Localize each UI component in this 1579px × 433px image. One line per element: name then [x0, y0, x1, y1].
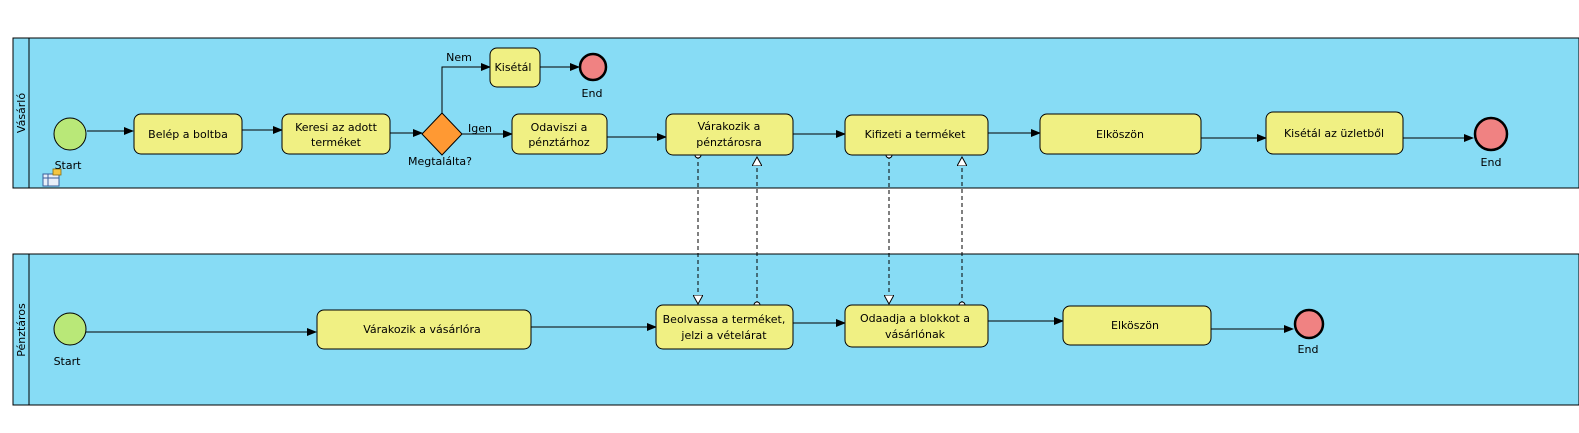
sequence-flows-vasarlo: [87, 63, 1474, 142]
end-event-penztaros[interactable]: End: [1293, 308, 1325, 356]
task-varakozik-vasarlo[interactable]: Várakozik a pénztárosra: [665, 113, 794, 156]
task-label-line1: Odaadja a blokkot a: [860, 312, 970, 325]
start-event-penztaros[interactable]: Start: [53, 312, 87, 368]
flow-gateway-kisetal[interactable]: [441, 63, 491, 113]
task-keresi[interactable]: Keresi az adott terméket: [281, 113, 391, 155]
message-flows: [698, 155, 962, 305]
task-varakozik-penztaros[interactable]: Várakozik a vásárlóra: [316, 309, 532, 350]
start-event-label: Start: [55, 159, 83, 172]
task-label-line2: vásárlónak: [885, 328, 946, 341]
task-label-line2: jelzi a vételárat: [680, 329, 767, 342]
gateway-yes-label: Igen: [468, 122, 492, 135]
task-label-line1: Várakozik a: [698, 120, 761, 133]
task-kifizeti[interactable]: Kifizeti a terméket: [844, 114, 989, 156]
lane-table-icon: [42, 168, 62, 187]
task-label-line1: Beolvassa a terméket,: [663, 313, 786, 326]
task-odaviszi[interactable]: Odaviszi a pénztárhoz: [511, 113, 608, 155]
task-elkoszon-vasarlo[interactable]: Elköszön: [1039, 113, 1202, 155]
pool-title-vasarlo: Vásárló: [15, 93, 28, 133]
task-odaadja[interactable]: Odaadja a blokkot a vásárlónak: [844, 304, 989, 348]
task-kisetal[interactable]: Kisétál: [489, 47, 541, 88]
gateway-no-label: Nem: [446, 51, 472, 64]
start-event-label: Start: [54, 355, 82, 368]
task-elkoszon-penztaros[interactable]: Elköszön: [1062, 305, 1212, 346]
task-label: Elköszön: [1111, 319, 1159, 332]
task-label-line2: pénztárosra: [696, 136, 762, 149]
gateway-megtalalta[interactable]: Megtalálta? Nem Igen: [408, 51, 492, 168]
end-event-label: End: [582, 87, 603, 100]
pool-title-penztaros: Pénztáros: [15, 303, 28, 357]
task-label-line2: terméket: [311, 136, 362, 149]
task-label: Kisétál az üzletből: [1284, 127, 1384, 140]
task-label: Elköszön: [1096, 128, 1144, 141]
task-kisetal-uzletbol[interactable]: Kisétál az üzletből: [1265, 111, 1404, 155]
pool-penztaros[interactable]: Pénztáros: [12, 253, 1579, 406]
task-label: Várakozik a vásárlóra: [363, 323, 481, 336]
end-event-kisetal[interactable]: End: [578, 52, 608, 100]
sequence-flows-penztaros: [86, 317, 1294, 336]
task-label: Kifizeti a terméket: [865, 128, 966, 141]
gateway-label: Megtalálta?: [408, 155, 472, 168]
task-label-line1: Odaviszi a: [531, 121, 588, 134]
end-event-label: End: [1481, 156, 1502, 169]
task-label: Kisétál: [495, 61, 532, 74]
task-label-line1: Keresi az adott: [295, 121, 378, 134]
end-event-vasarlo[interactable]: End: [1473, 116, 1509, 169]
start-event-vasarlo[interactable]: Start: [53, 117, 87, 172]
task-beolvassa[interactable]: Beolvassa a terméket, jelzi a vételárat: [655, 304, 794, 350]
task-label-line2: pénztárhoz: [528, 136, 590, 149]
end-event-label: End: [1298, 343, 1319, 356]
task-belep[interactable]: Belép a boltba: [133, 113, 243, 155]
task-label: Belép a boltba: [148, 128, 228, 141]
